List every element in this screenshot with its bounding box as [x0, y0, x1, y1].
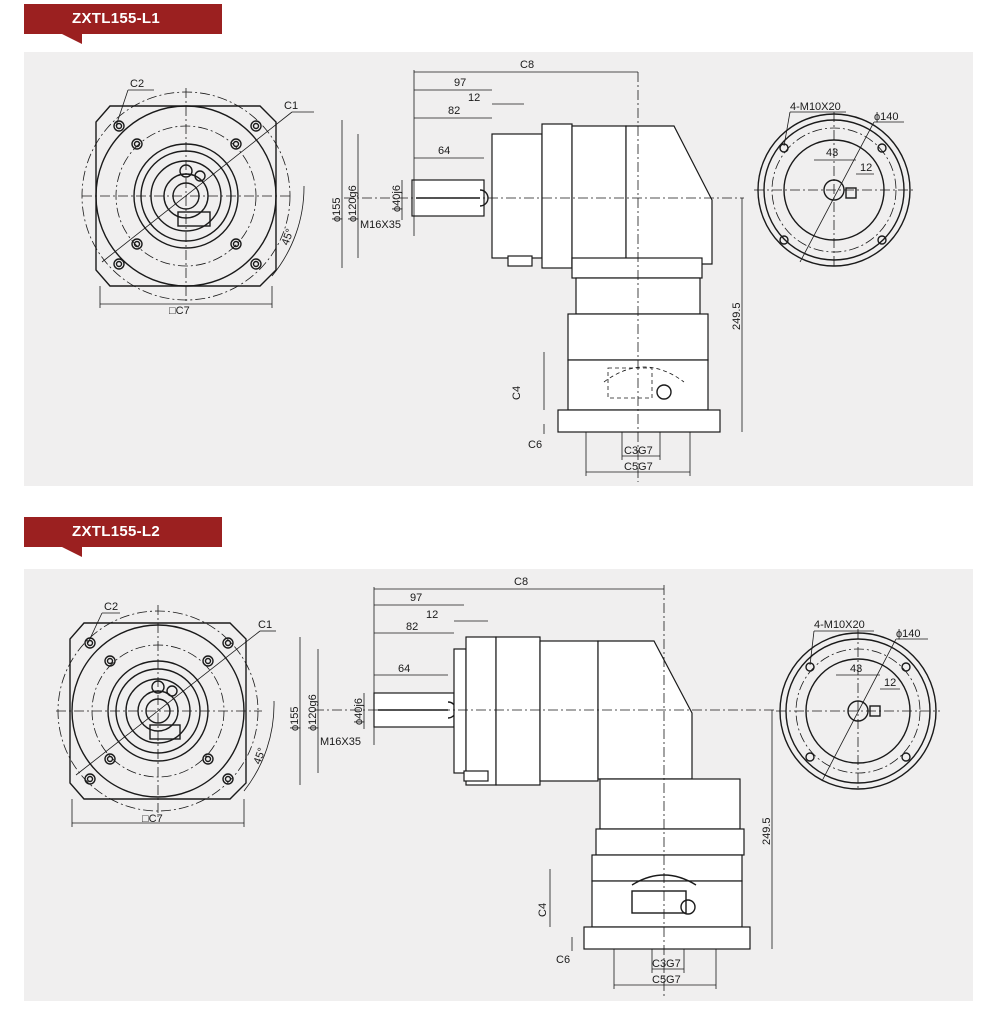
drawing-panel-l1: C2 C1 □C7 45° — [24, 52, 973, 486]
label-thread: M16X35 — [360, 219, 401, 231]
label-c3: C3G7 — [652, 958, 681, 970]
label-key12: 12 — [860, 162, 872, 174]
section-title-l1: ZXTL155-L1 — [24, 4, 222, 34]
output-view-l2: 4-M10X20 ϕ140 43 12 — [776, 619, 940, 791]
label-c5: C5G7 — [624, 461, 653, 473]
label-c8: C8 — [514, 576, 528, 588]
label-43: 43 — [826, 147, 838, 159]
label-phi40: ϕ40j6 — [353, 698, 365, 725]
label-c7: □C7 — [169, 305, 190, 317]
label-phi40: ϕ40j6 — [391, 185, 403, 212]
section-title-tail-l1 — [62, 34, 82, 44]
label-phi120: ϕ120g6 — [307, 694, 319, 731]
drawing-l2: C2 C1 □C7 45° — [56, 576, 940, 999]
label-phi140: ϕ140 — [896, 628, 921, 640]
label-phi140: ϕ140 — [874, 111, 899, 123]
label-c1: C1 — [258, 619, 272, 631]
drawing-panel-l2: C2 C1 □C7 45° — [24, 569, 973, 1001]
label-c5: C5G7 — [652, 974, 681, 986]
side-view-l2: C8 97 12 82 64 ϕ155 ϕ120g6 ϕ40j6 M16X35 … — [289, 576, 774, 999]
label-thread: M16X35 — [320, 736, 361, 748]
section-title-l2: ZXTL155-L2 — [24, 517, 222, 547]
label-249-5: 249.5 — [731, 302, 743, 330]
label-c2: C2 — [130, 78, 144, 90]
label-phi120: ϕ120g6 — [347, 185, 359, 222]
label-c2: C2 — [104, 601, 118, 613]
label-c3: C3G7 — [624, 445, 653, 457]
label-12: 12 — [426, 609, 438, 621]
side-view-l1: C8 97 12 82 64 ϕ155 ϕ120g6 ϕ40j6 M16X35 … — [331, 59, 744, 482]
drawing-l1: C2 C1 □C7 45° — [81, 59, 914, 482]
label-c4: C4 — [537, 903, 549, 917]
label-97: 97 — [454, 77, 466, 89]
label-holes: 4-M10X20 — [814, 619, 865, 631]
label-82: 82 — [448, 105, 460, 117]
label-c4: C4 — [511, 386, 523, 400]
label-key12: 12 — [884, 677, 896, 689]
label-c7: □C7 — [142, 813, 163, 825]
label-64: 64 — [398, 663, 410, 675]
front-view-l1: C2 C1 □C7 45° — [81, 78, 314, 317]
front-view-l2: C2 C1 □C7 45° — [56, 601, 276, 827]
label-c6: C6 — [556, 954, 570, 966]
label-97: 97 — [410, 592, 422, 604]
label-c6: C6 — [528, 439, 542, 451]
label-c1: C1 — [284, 100, 298, 112]
label-angle: 45° — [280, 227, 297, 247]
label-43: 43 — [850, 663, 862, 675]
label-phi155: ϕ155 — [331, 197, 343, 222]
output-view-l1: 4-M10X20 ϕ140 43 12 — [754, 101, 914, 268]
label-angle: 45° — [252, 746, 269, 766]
section-title-tail-l2 — [62, 547, 82, 557]
label-holes: 4-M10X20 — [790, 101, 841, 113]
label-82: 82 — [406, 621, 418, 633]
label-12: 12 — [468, 92, 480, 104]
label-phi155: ϕ155 — [289, 706, 301, 731]
label-64: 64 — [438, 145, 450, 157]
label-249-5: 249.5 — [761, 817, 773, 845]
label-c8: C8 — [520, 59, 534, 71]
